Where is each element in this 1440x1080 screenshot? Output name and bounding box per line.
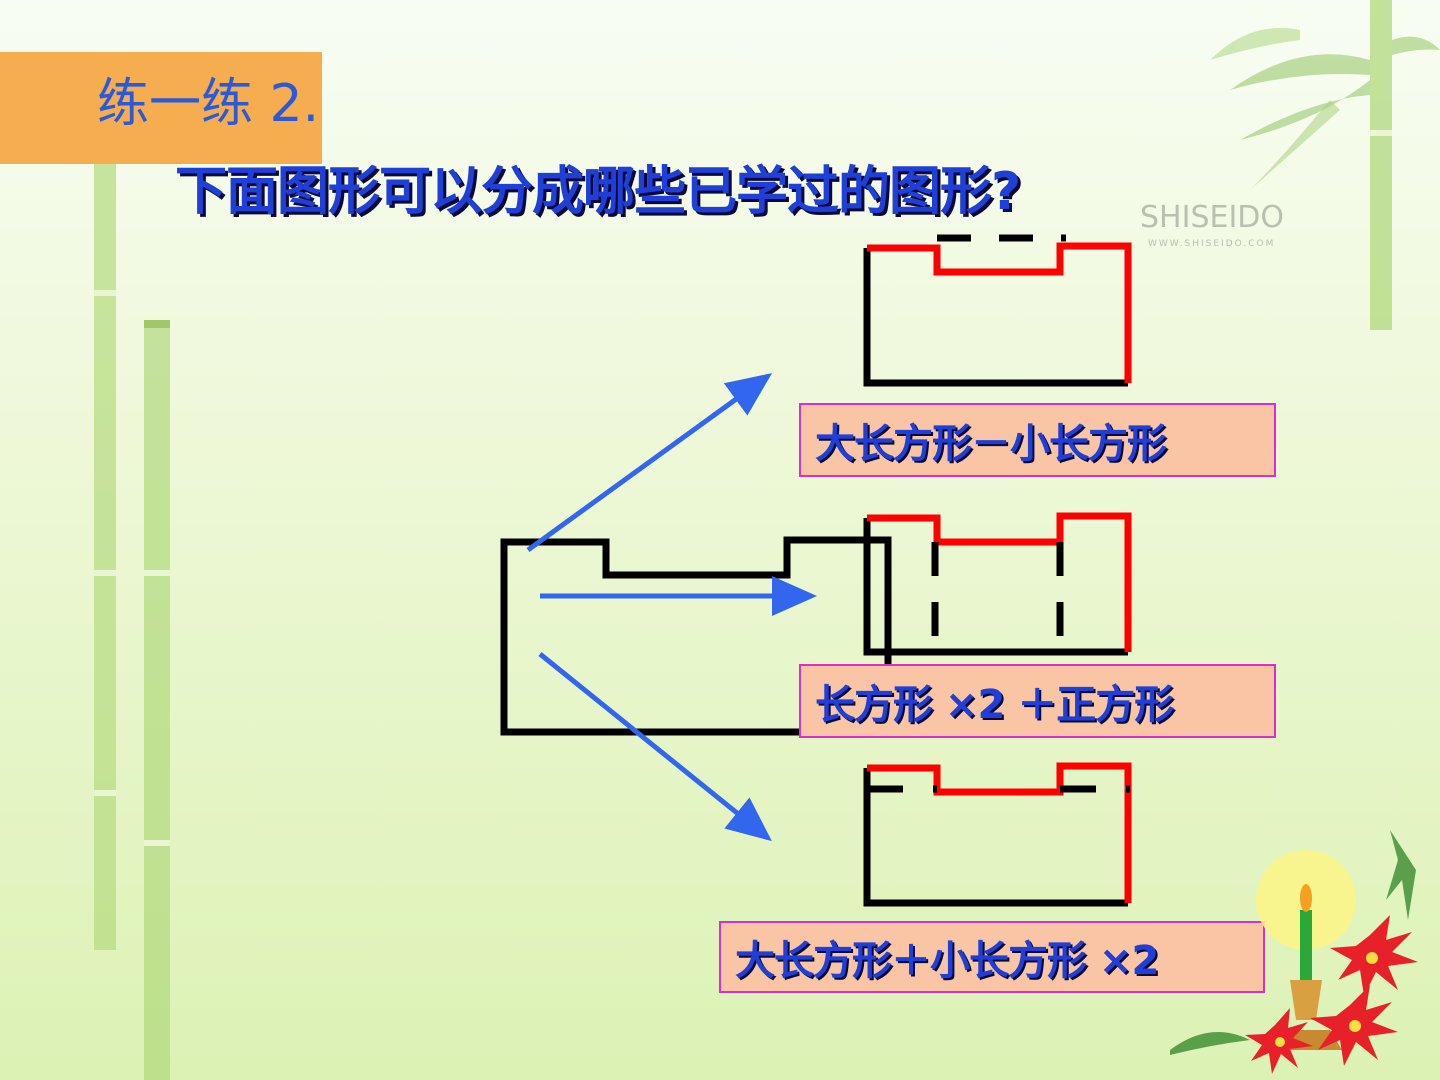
- arrow-to-option3: [538, 652, 772, 842]
- option1-shape: [863, 234, 1132, 387]
- title-background: [0, 52, 322, 164]
- candle-icon: [1300, 910, 1312, 980]
- question-text: 下面图形可以分成哪些已学过的图形?: [175, 162, 1021, 222]
- brand-logo: SHISEIDO: [1140, 200, 1285, 235]
- brand-url: WWW.SHISEIDO.COM: [1148, 239, 1276, 249]
- bamboo-right-decoration: [1210, 0, 1440, 330]
- candle-flower-decoration: [1170, 830, 1418, 1074]
- option1-label: 大长方形－小长方形: [799, 403, 1276, 477]
- bamboo-left-decoration: [94, 150, 170, 1080]
- slide-title: 练一练 2.: [97, 74, 320, 134]
- option3-shape: [863, 762, 1132, 907]
- option3-label: 大长方形＋小长方形 ×2: [719, 921, 1265, 993]
- option2-shape: [863, 512, 1132, 656]
- option2-label: 长方形 ×2 ＋正方形: [799, 664, 1276, 738]
- arrow-to-option1: [526, 373, 773, 553]
